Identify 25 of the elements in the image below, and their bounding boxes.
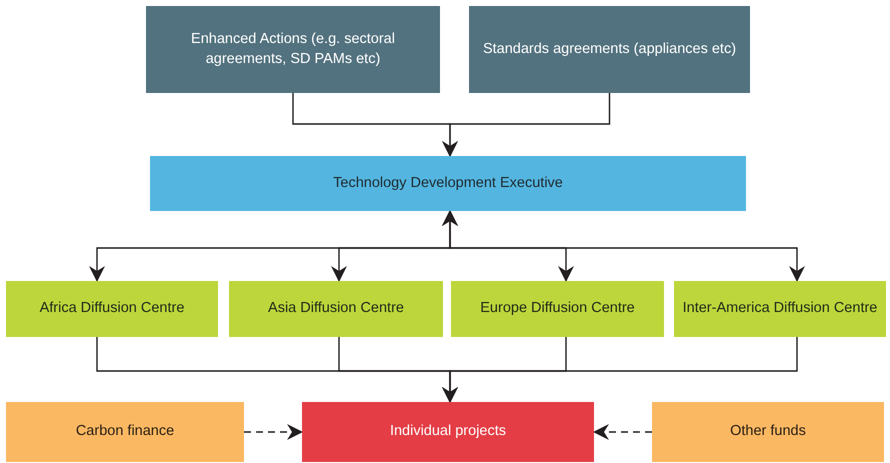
process-box — [674, 281, 886, 337]
box-label: Technology Development Executive — [333, 174, 563, 193]
process-box — [302, 402, 594, 462]
box-label: Carbon finance — [76, 422, 174, 442]
box-label: Asia Diffusion Centre — [268, 299, 404, 318]
box-label: Inter-America Diffusion Centre — [682, 299, 878, 318]
process-box — [652, 402, 884, 462]
process-box — [6, 402, 244, 462]
connector-arrow — [442, 210, 805, 282]
process-box — [146, 6, 440, 93]
box-label: Individual projects — [390, 422, 506, 442]
connector-arrow — [442, 93, 610, 157]
box-label: Enhanced Actions (e.g. sectoral agreements, SD PAMs etc) — [190, 30, 396, 68]
connector-arrow — [593, 424, 652, 440]
process-box — [451, 281, 664, 337]
connector-arrow — [442, 337, 798, 403]
process-box — [469, 6, 750, 93]
box-label: Africa Diffusion Centre — [40, 299, 184, 318]
box-label: Other funds — [730, 422, 806, 442]
process-box — [229, 281, 443, 337]
process-box — [6, 281, 218, 337]
box-label: Standards agreements (appliances etc) — [482, 40, 736, 59]
connector-arrow — [244, 424, 303, 440]
process-box — [150, 156, 746, 211]
box-label: Europe Diffusion Centre — [480, 299, 635, 318]
